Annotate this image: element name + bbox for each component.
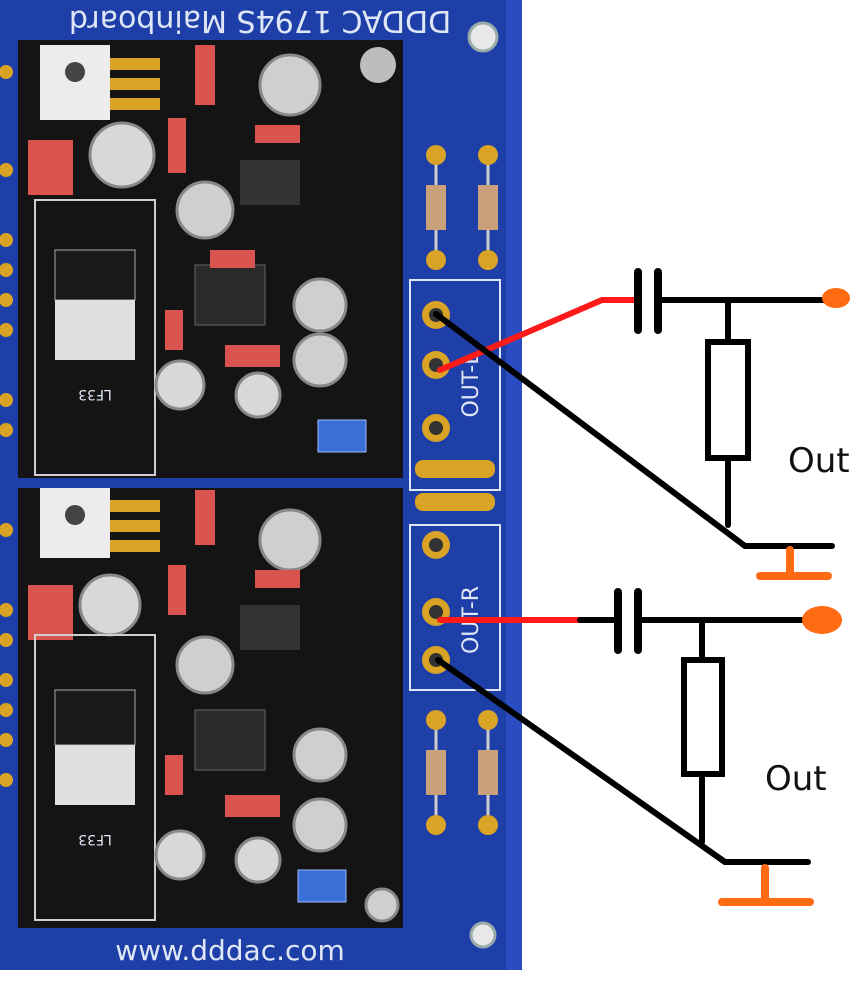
capacitor — [154, 359, 206, 411]
trimmer-lower — [297, 869, 347, 903]
board-title: DDDAC 1794S Mainboard — [69, 3, 451, 38]
capacitor — [292, 727, 348, 783]
resistors-top — [426, 145, 498, 270]
capacitor — [258, 53, 322, 117]
schematic-upper: Out — [433, 268, 850, 580]
resistor-lower — [681, 657, 725, 777]
capacitor — [175, 180, 235, 240]
capacitor — [292, 332, 348, 388]
regulator-label-lower: LF33 — [78, 831, 112, 847]
schematic-lower: Out — [435, 588, 842, 906]
regulator-lf33-lower — [55, 745, 135, 805]
board-edge — [506, 0, 522, 970]
pcb-board: DDDAC 1794S Mainboard www.dddac.com — [0, 0, 522, 970]
dac-chip — [194, 709, 266, 771]
capacitor — [78, 573, 142, 637]
output-label-upper: Out — [788, 441, 850, 481]
out-l-outline — [409, 279, 501, 491]
capacitor — [292, 797, 348, 853]
trimmer-upper — [317, 419, 367, 453]
edge-pin-row — [0, 65, 13, 787]
signal-wire-upper — [437, 297, 605, 373]
output-pad — [422, 414, 450, 442]
filter-pads — [415, 460, 495, 511]
output-pad — [422, 531, 450, 559]
mounting-hole-top — [467, 21, 499, 53]
output-area: OUT-L OUT-R — [409, 145, 501, 835]
resistors-bottom — [426, 710, 498, 835]
output-node-lower — [802, 606, 842, 634]
capacitor — [234, 836, 282, 884]
capacitor — [360, 47, 396, 83]
lower-module-components: LF33 — [28, 488, 400, 923]
output-node-upper — [822, 288, 850, 308]
board-website: www.dddac.com — [115, 934, 345, 967]
capacitor — [292, 277, 348, 333]
resistor-upper — [705, 339, 751, 461]
dac-chip — [194, 264, 266, 326]
ground-wire-upper — [433, 311, 748, 549]
capacitor — [88, 121, 156, 189]
out-r-outline — [409, 524, 501, 691]
regulator-lf33-upper — [55, 300, 135, 360]
voltage-regulator-upper — [40, 45, 110, 120]
output-label-lower: Out — [765, 759, 827, 799]
regulator-label-upper: LF33 — [78, 386, 112, 402]
capacitor — [175, 635, 235, 695]
upper-module-components: LF33 — [28, 45, 396, 476]
capacitor — [258, 508, 322, 572]
capacitor — [234, 371, 282, 419]
ground-wire-lower — [435, 657, 728, 865]
mounting-hole-bottom — [469, 921, 497, 949]
capacitor — [154, 829, 206, 881]
